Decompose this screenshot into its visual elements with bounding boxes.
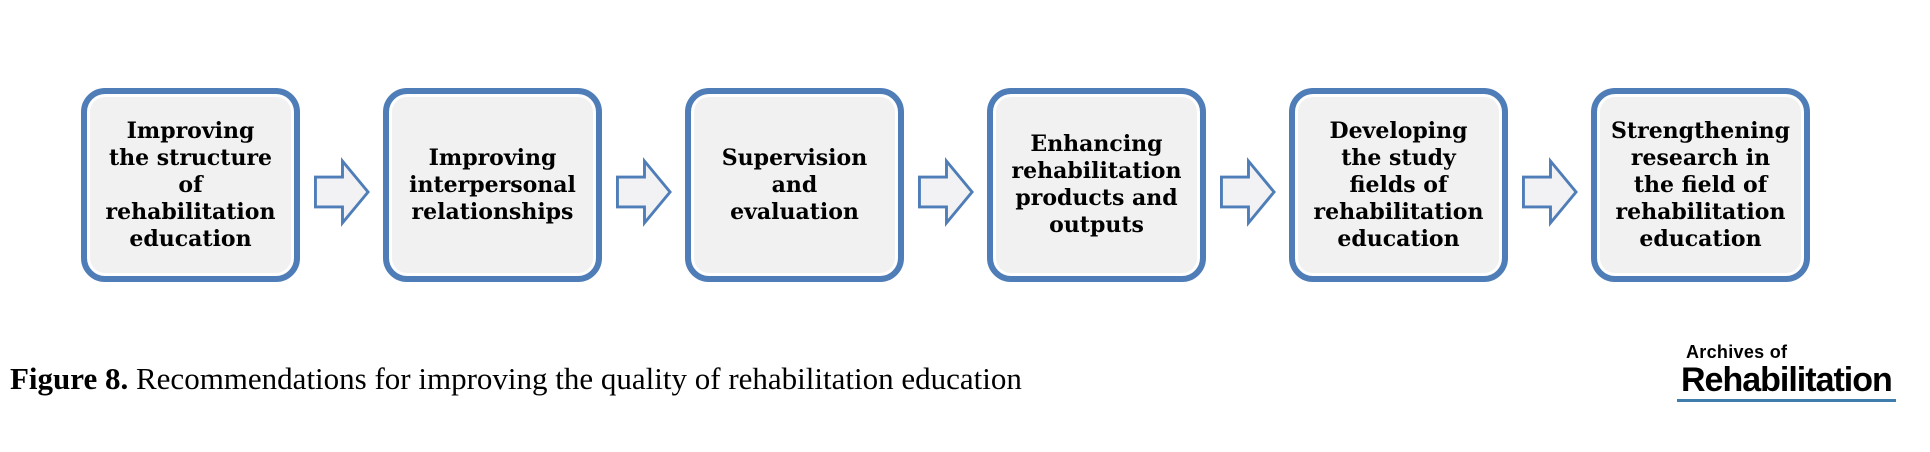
flow-arrow-icon <box>1206 88 1289 282</box>
flow-box-label: Enhancing rehabilitation products and ou… <box>1011 131 1182 238</box>
journal-logo-top-line: Archives of <box>1686 342 1788 362</box>
figure-caption-text: Recommendations for improving the qualit… <box>128 361 1022 396</box>
flow-arrow-icon <box>1508 88 1591 282</box>
flow-box-label: Supervision and evaluation <box>721 144 868 225</box>
flow-box-4: Enhancing rehabilitation products and ou… <box>987 88 1206 282</box>
flow-box-label: Developing the study fields of rehabilit… <box>1313 117 1484 252</box>
flow-box-label: Strengthening research in the field of r… <box>1611 117 1790 252</box>
flow-arrow-icon <box>300 88 383 282</box>
figure-caption-label: Figure 8. <box>10 361 129 396</box>
journal-logo-bottom-line: Rehabilitation <box>1677 363 1896 402</box>
flow-box-label: Improving the structure of rehabilitatio… <box>105 117 276 252</box>
flow-box-1: Improving the structure of rehabilitatio… <box>81 88 300 282</box>
flow-diagram: Improving the structure of rehabilitatio… <box>81 88 1810 282</box>
flow-box-label: Improving interpersonal relationships <box>409 144 576 225</box>
flow-box-3: Supervision and evaluation <box>685 88 904 282</box>
flow-box-6: Strengthening research in the field of r… <box>1591 88 1810 282</box>
flow-box-5: Developing the study fields of rehabilit… <box>1289 88 1508 282</box>
flow-arrow-icon <box>904 88 987 282</box>
flow-box-2: Improving interpersonal relationships <box>383 88 602 282</box>
journal-logo: Archives of Rehabilitation <box>1677 342 1896 402</box>
figure-caption: Figure 8. Recommendations for improving … <box>10 360 1022 398</box>
flow-arrow-icon <box>602 88 685 282</box>
